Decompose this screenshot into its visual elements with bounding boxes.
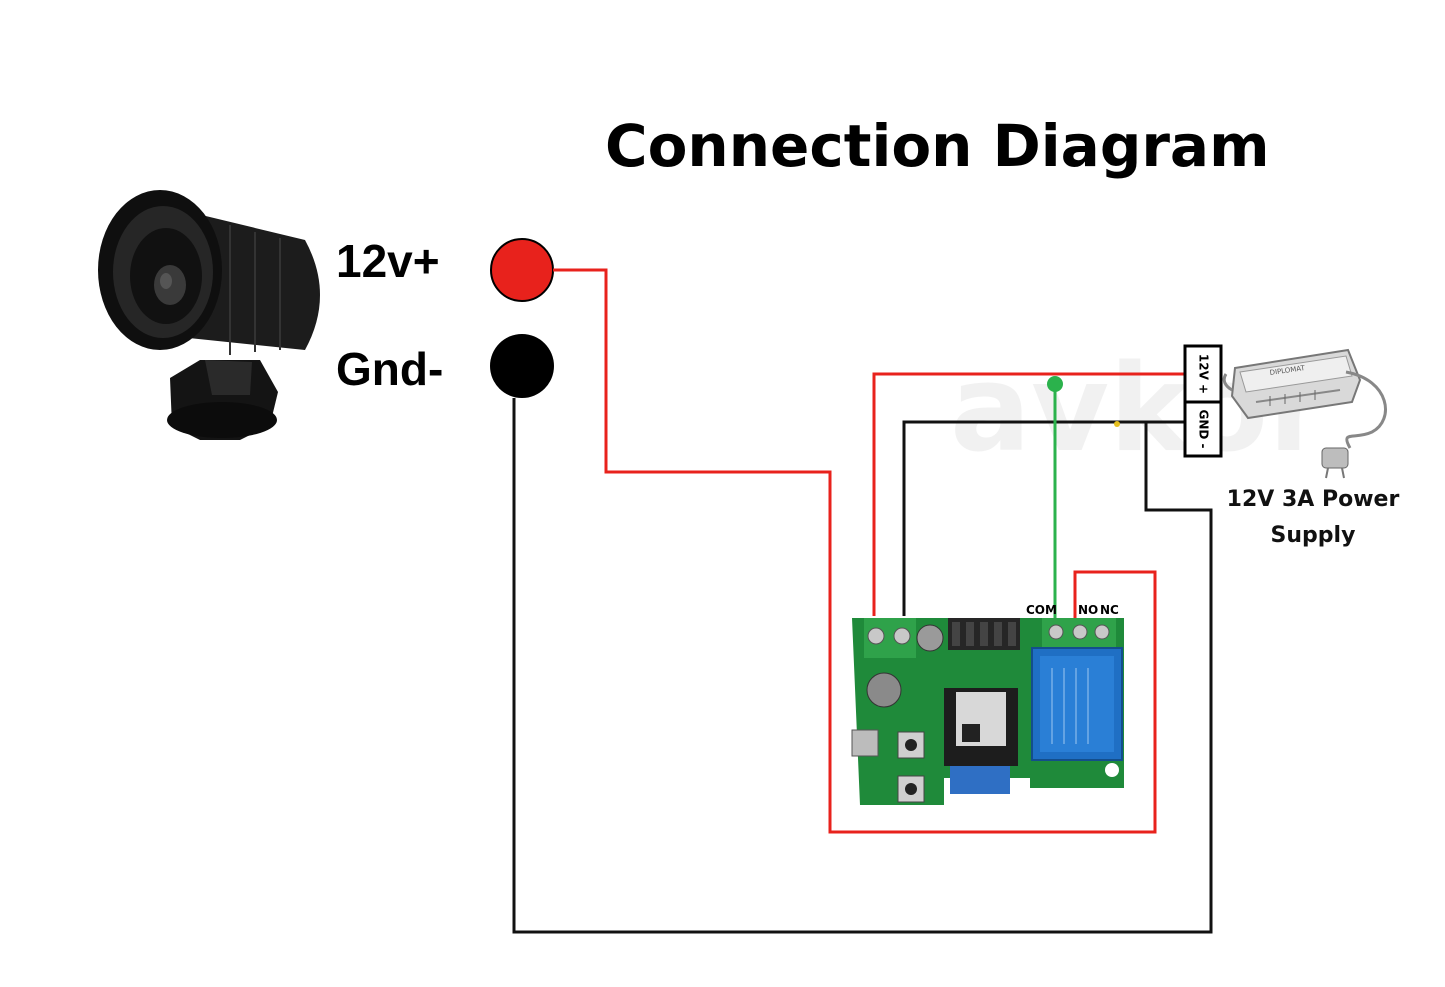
diagram-title: Connection Diagram xyxy=(605,112,1270,180)
com-junction-dot xyxy=(1047,376,1063,392)
ground-terminal-dot xyxy=(490,334,554,398)
wire-siren-positive xyxy=(553,268,1157,834)
wire-psu-positive xyxy=(872,372,1185,616)
relay-no-label: NO xyxy=(1078,603,1098,617)
psu-terminal-block: 12V + GND - xyxy=(1183,344,1223,458)
relay-nc-label: NC xyxy=(1100,603,1119,617)
siren-icon xyxy=(98,190,320,440)
wire-psu-ground xyxy=(902,420,1185,616)
positive-terminal-dot xyxy=(490,238,554,302)
siren-ground-label: Gnd- xyxy=(336,343,444,395)
siren-positive-label: 12v+ xyxy=(336,235,440,287)
power-adapter-icon: DIPLOMAT xyxy=(1222,348,1387,479)
psu-label-line1: 12V 3A Power xyxy=(1226,487,1400,512)
relay-com-label: COM xyxy=(1026,603,1057,617)
relay-board-image xyxy=(851,618,1124,805)
wire-ground-return xyxy=(512,398,1213,934)
psu-ground-terminal-label: GND - xyxy=(1197,409,1211,448)
psu-label-line2: Supply xyxy=(1270,523,1356,548)
ground-junction-dot xyxy=(1114,421,1120,427)
psu-label: 12V 3A Power Supply xyxy=(1218,482,1408,554)
psu-positive-terminal-label: 12V + xyxy=(1197,354,1211,394)
